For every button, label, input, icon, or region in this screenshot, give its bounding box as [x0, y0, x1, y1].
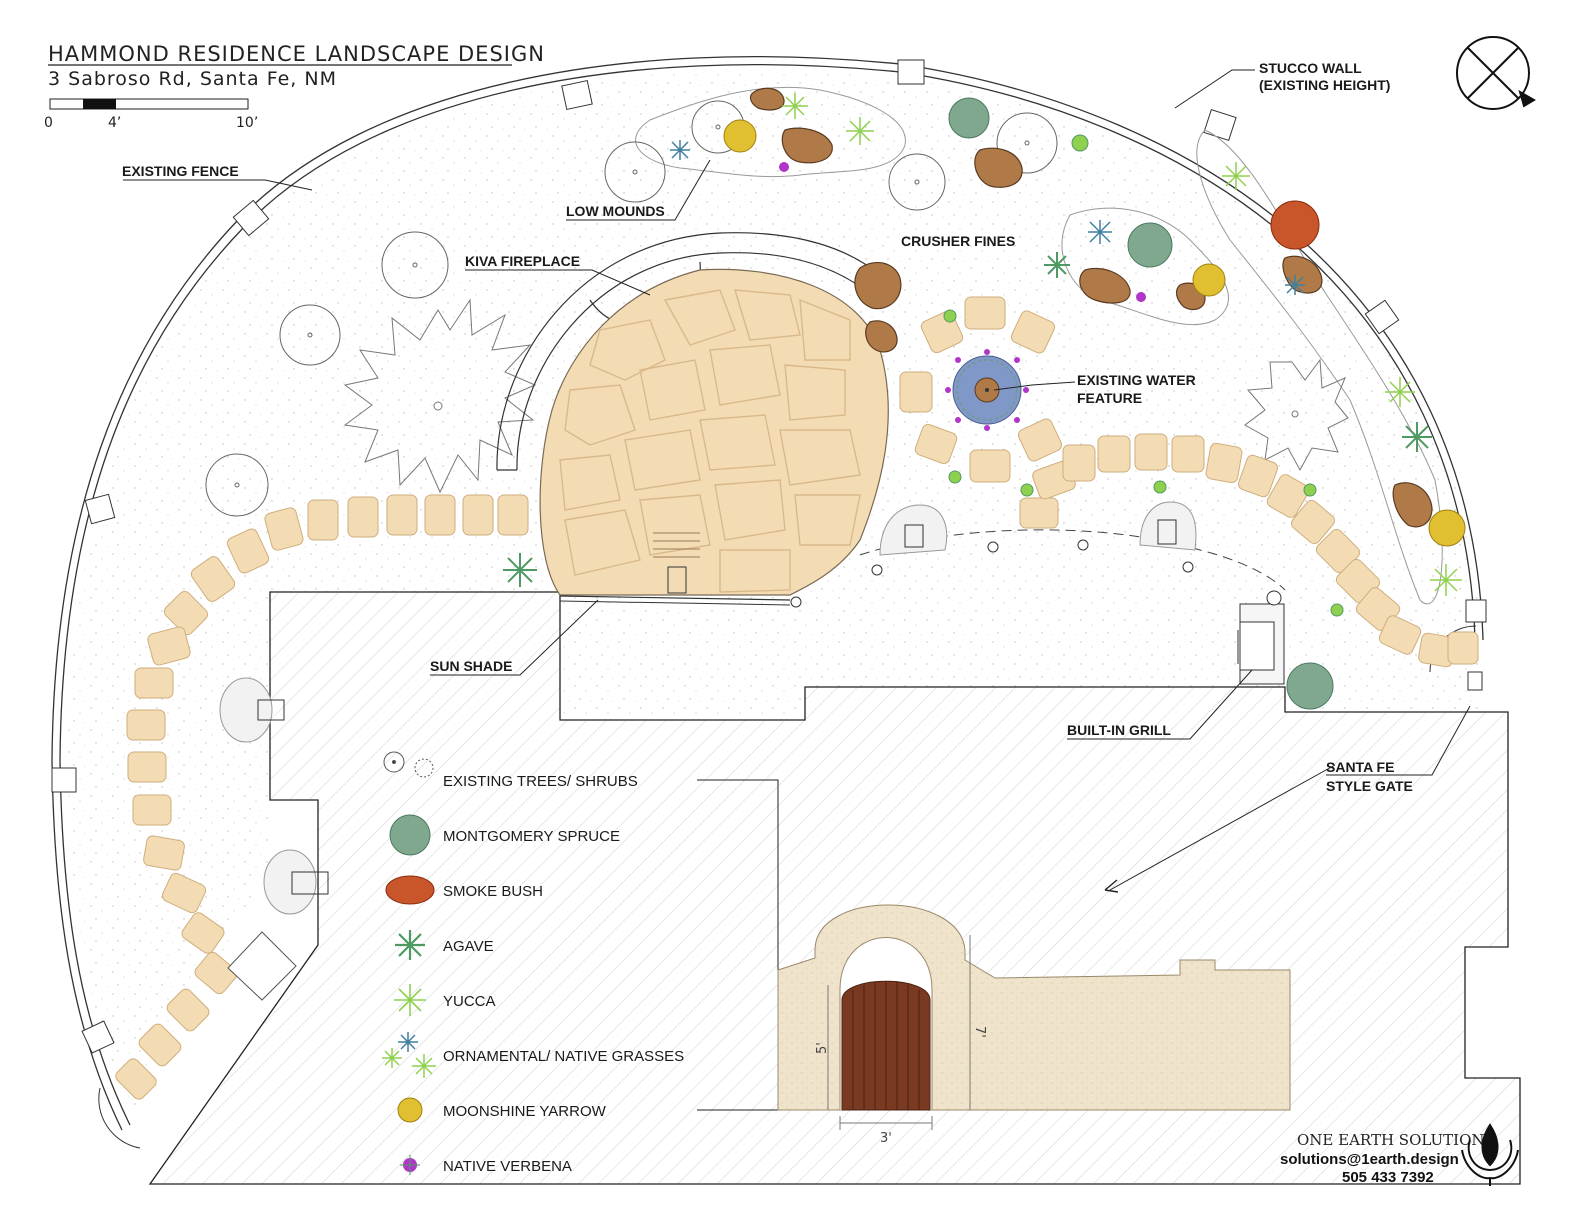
label-crusher-fines: CRUSHER FINES — [901, 233, 1015, 249]
label-water-feature: EXISTING WATER — [1077, 372, 1196, 388]
water-feature — [952, 355, 1022, 425]
montgomery-spruce-icon — [389, 814, 431, 856]
legend-label-moonshine-yarrow: MOONSHINE YARROW — [443, 1103, 607, 1120]
label-kiva-fireplace: KIVA FIREPLACE — [465, 253, 580, 269]
rock-clusters — [219, 501, 1197, 1001]
scale-tick-4: 4’ — [108, 115, 121, 131]
label-santa-fe-gate-2: STYLE GATE — [1326, 778, 1413, 794]
title-block: HAMMOND RESIDENCE LANDSCAPE DESIGN 3 Sab… — [48, 42, 545, 90]
legend-label-montgomery-spruce: MONTGOMERY SPRUCE — [443, 828, 620, 845]
large-shrubs — [343, 298, 1349, 494]
gate-width-dimension: 3' — [880, 1131, 892, 1146]
built-in-grill — [1237, 590, 1285, 685]
page-title: HAMMOND RESIDENCE LANDSCAPE DESIGN — [48, 42, 545, 66]
gate-height-dimension: 5' — [815, 1042, 830, 1054]
legend-label-smoke-bush: SMOKE BUSH — [443, 883, 543, 900]
site-address: 3 Sabroso Rd, Santa Fe, NM — [48, 68, 337, 90]
native-verbena-icon — [400, 1155, 420, 1175]
patio-edge — [859, 529, 1286, 591]
label-low-mounds: LOW MOUNDS — [566, 203, 665, 219]
yucca-icon — [394, 984, 426, 1016]
label-water-feature-2: FEATURE — [1077, 390, 1142, 406]
callout-labels: EXISTING FENCE STUCCO WALL (EXISTING HEI… — [122, 60, 1413, 794]
gate-dimensions: 3' 5' 7' — [815, 1026, 987, 1146]
legend-label-native-verbena: NATIVE VERBENA — [443, 1158, 572, 1175]
legend-label-yucca: YUCCA — [443, 993, 496, 1010]
label-stucco-wall-height: (EXISTING HEIGHT) — [1259, 77, 1390, 93]
gate-elevation — [777, 904, 1291, 1130]
low-mounds — [635, 86, 1443, 605]
scale-tick-0: 0 — [44, 115, 53, 131]
existing-tree-icon — [383, 751, 434, 778]
lotus-logo-icon — [1461, 1123, 1519, 1186]
flagstone-patio — [539, 268, 889, 608]
scale-tick-10: 10’ — [236, 115, 258, 131]
smoke-bush-icon — [385, 875, 435, 905]
north-arrow-icon — [1456, 36, 1536, 110]
company-name: ONE EARTH SOLUTIONS — [1297, 1131, 1495, 1149]
legend-label-agave: AGAVE — [443, 938, 494, 955]
label-stucco-wall: STUCCO WALL — [1259, 60, 1362, 76]
label-sun-shade: SUN SHADE — [430, 658, 512, 674]
callout-leaders — [123, 69, 1471, 1111]
moonshine-yarrow-icon — [397, 1097, 423, 1123]
native-grasses-icon — [382, 1032, 436, 1078]
label-built-in-grill: BUILT-IN GRILL — [1067, 722, 1171, 738]
company-phone: 505 433 7392 — [1342, 1169, 1434, 1186]
company-block: ONE EARTH SOLUTIONS solutions@1earth.des… — [1280, 1123, 1519, 1186]
scale-bar: 0 4’ 10’ — [44, 98, 258, 131]
legend-label-existing-trees: EXISTING TREES/ SHRUBS — [443, 773, 638, 790]
label-existing-fence: EXISTING FENCE — [122, 163, 239, 179]
boulders — [749, 87, 1433, 528]
plan-plants — [503, 93, 1466, 710]
wall-height-dimension: 7' — [972, 1026, 987, 1038]
existing-fence — [51, 56, 1487, 1149]
agave-icon — [395, 930, 425, 960]
company-email: solutions@1earth.design — [1280, 1151, 1459, 1168]
legend-label-native-grasses: ORNAMENTAL/ NATIVE GRASSES — [443, 1048, 684, 1065]
stepping-stone-path — [115, 296, 1479, 1100]
label-santa-fe-gate: SANTA FE — [1326, 759, 1394, 775]
legend: EXISTING TREES/ SHRUBS MONTGOMERY SPRUCE… — [382, 751, 684, 1175]
